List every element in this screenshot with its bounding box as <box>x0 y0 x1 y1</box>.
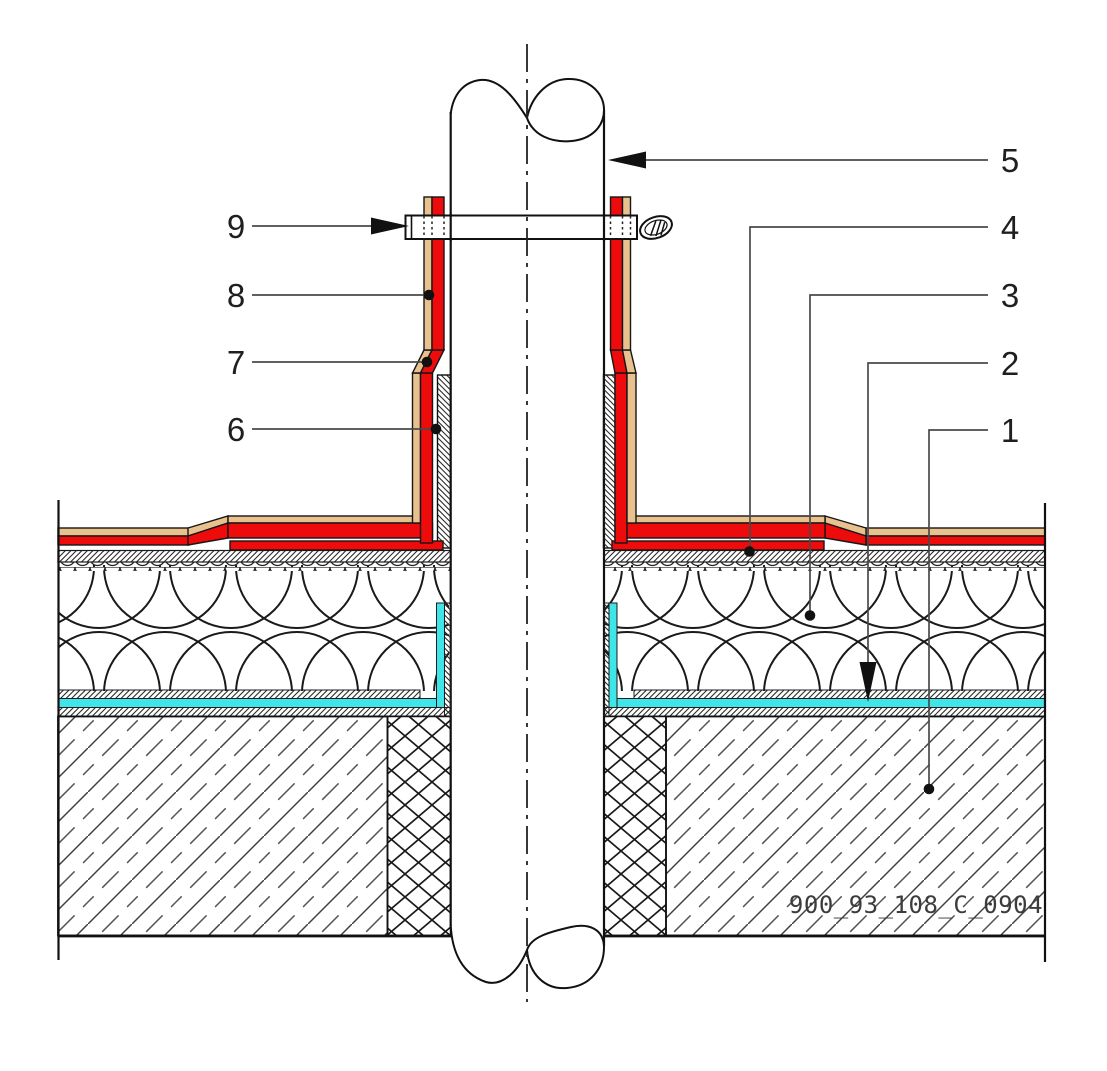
drawing-borders <box>57 500 1047 962</box>
callout-1-label: 1 <box>1001 412 1019 449</box>
roof-buildup-right <box>602 549 1046 937</box>
callout-8-label: 8 <box>227 277 245 314</box>
callout-2-arrow <box>859 662 877 702</box>
callout-1: 1 <box>923 412 1019 795</box>
insulation-top-scallops-right <box>603 562 1045 571</box>
concrete-deck-right <box>665 715 1046 937</box>
insulation-left <box>58 565 449 691</box>
callout-5: 5 <box>608 142 1019 179</box>
clamp-band <box>404 214 673 241</box>
clamp-screw <box>639 215 673 240</box>
membrane-red-high-left <box>227 522 434 539</box>
callouts: 9 8 7 6 5 4 <box>227 142 1019 795</box>
upstand-backing-strip-right <box>602 374 616 549</box>
roof-membrane-right <box>609 196 1046 551</box>
drawing-code: 900_93_108_C_0904 <box>789 891 1043 919</box>
packing-strip-left <box>386 715 452 937</box>
callout-3-label: 3 <box>1001 277 1019 314</box>
callout-7-dot <box>421 356 433 368</box>
callout-6: 6 <box>227 411 442 448</box>
upstand-backing-strip-left <box>436 374 452 549</box>
callout-7-label: 7 <box>227 344 245 381</box>
vapour-barrier-riser-left <box>436 602 451 717</box>
vapour-barrier-riser-right <box>603 602 618 717</box>
callout-2-label: 2 <box>1001 345 1019 382</box>
callout-2: 2 <box>859 345 1019 702</box>
concrete-deck-left <box>57 715 389 937</box>
callout-6-dot <box>430 423 442 435</box>
vapour-barrier-hatch-lower-right <box>603 707 1046 717</box>
callout-4-dot <box>744 546 755 557</box>
protection-layer-tan-high-right <box>629 515 826 524</box>
upstand-red-lower-left <box>419 372 434 544</box>
field-membrane-red-strip-right <box>611 540 825 551</box>
callout-4: 4 <box>744 209 1019 557</box>
roof-membrane-left <box>57 196 446 551</box>
callout-5-arrow <box>608 151 646 169</box>
vapour-barrier-hatch-upper-right <box>633 689 1046 699</box>
callout-4-label: 4 <box>1001 209 1019 246</box>
upstand-tan-lower-right <box>626 372 637 524</box>
separation-layer-left <box>57 549 452 563</box>
insulation-right <box>605 565 1045 691</box>
upstand-red-lower-right <box>614 372 628 544</box>
pipe-top-break <box>449 77 606 143</box>
callout-3-dot <box>804 610 816 621</box>
callout-8-dot <box>423 289 435 301</box>
separation-layer-right <box>602 549 1046 563</box>
protection-layer-tan-low-right <box>865 527 1046 537</box>
membrane-red-high-right <box>620 522 826 539</box>
pipe-bottom-break <box>449 924 606 990</box>
membrane-red-low-left <box>57 535 190 546</box>
callout-7: 7 <box>227 344 433 381</box>
vapour-barrier-hatch-upper-left <box>57 689 421 699</box>
vapour-barrier-cyan-right <box>608 698 1046 708</box>
callout-1-dot <box>923 783 935 795</box>
upstand-tan-upper-right <box>621 196 632 351</box>
callout-8: 8 <box>227 277 435 314</box>
upstand-tan-lower-left <box>411 372 422 524</box>
protection-layer-tan-high-left <box>227 515 421 524</box>
membrane-red-low-right <box>865 535 1046 546</box>
callout-9-arrow <box>371 217 409 235</box>
callout-3: 3 <box>804 277 1019 621</box>
callout-9: 9 <box>227 208 409 245</box>
callout-6-label: 6 <box>227 411 245 448</box>
vapour-barrier-hatch-lower-left <box>57 707 451 717</box>
roof-buildup-left <box>57 549 452 937</box>
insulation-top-scallops-left <box>58 562 451 571</box>
callout-5-label: 5 <box>1001 142 1019 179</box>
packing-strip-right <box>603 715 667 937</box>
vapour-barrier-cyan-left <box>57 698 445 708</box>
callout-9-label: 9 <box>227 208 245 245</box>
field-membrane-red-strip-left <box>229 540 444 551</box>
protection-layer-tan-low-left <box>57 527 190 537</box>
